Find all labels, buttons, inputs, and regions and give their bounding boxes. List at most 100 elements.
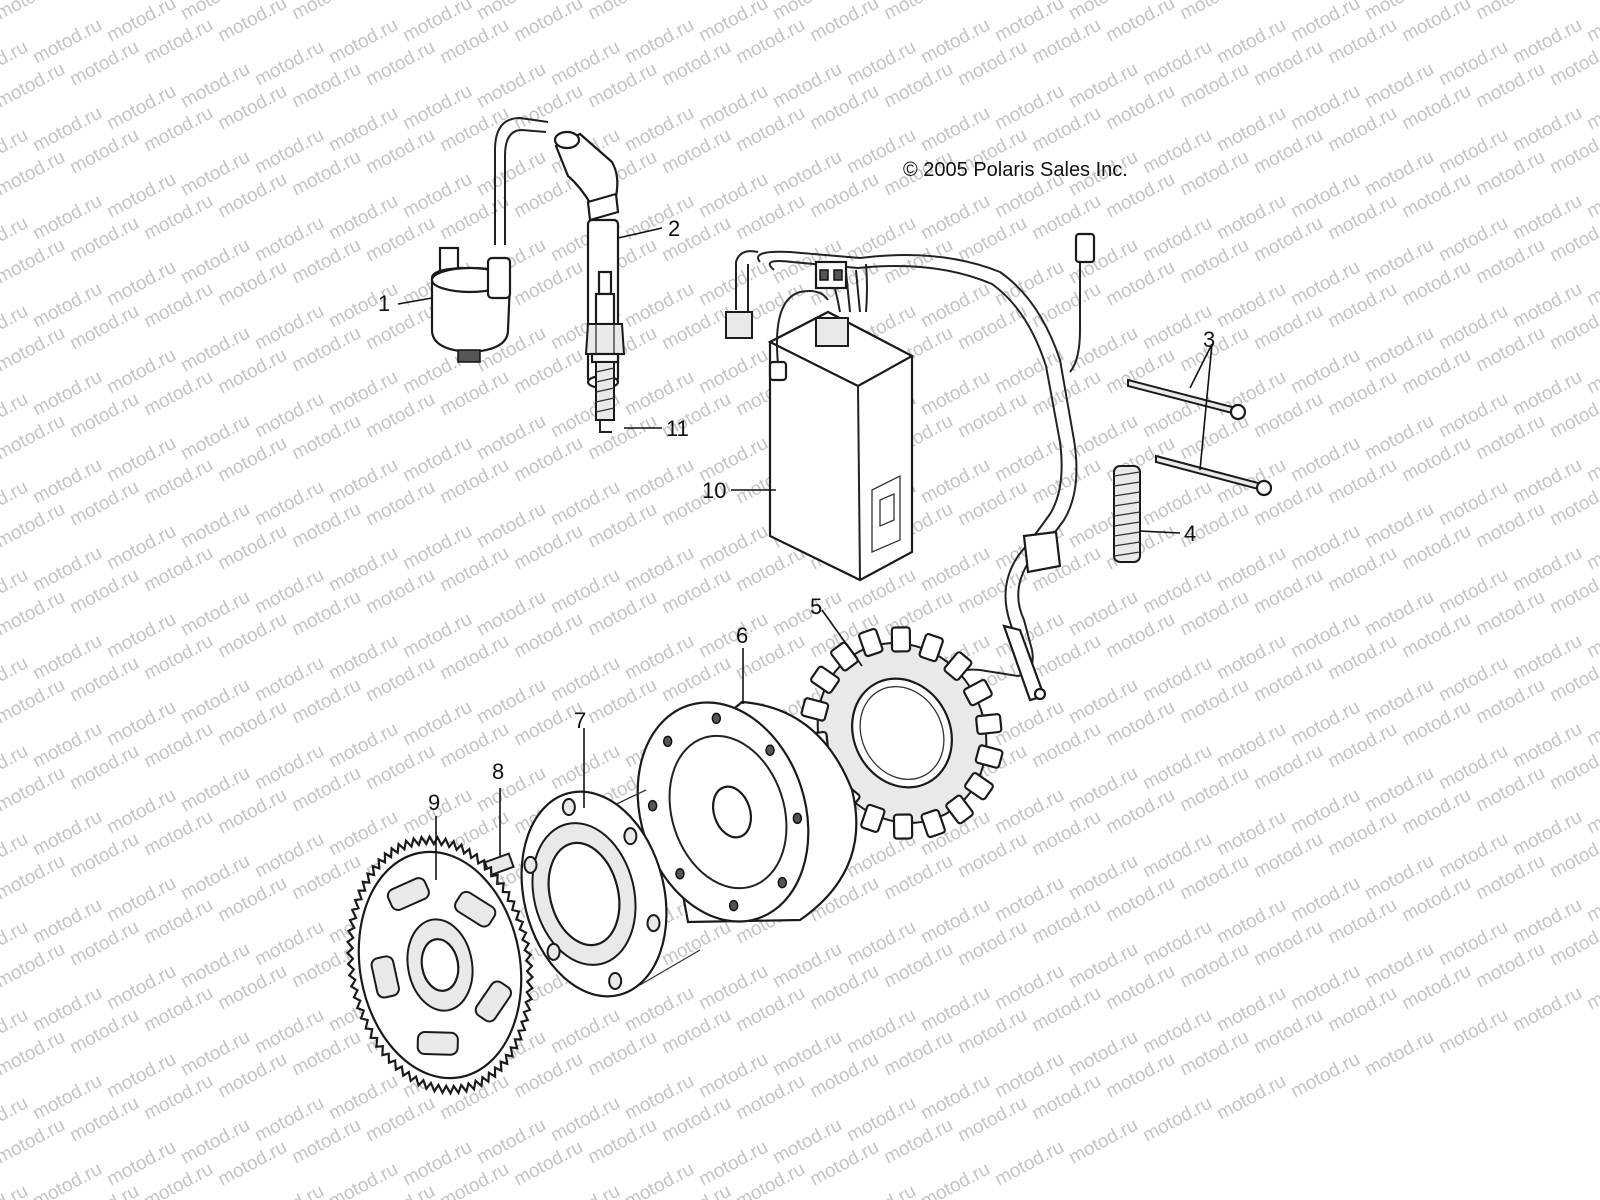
clutch-hole <box>623 827 638 846</box>
watermark-text: motod.ru <box>1583 521 1600 575</box>
stator-pole <box>920 808 946 839</box>
watermark-text: motod.ru <box>1583 785 1600 839</box>
watermark-text: motod.ru <box>584 0 660 24</box>
gear-spokes <box>370 877 512 1056</box>
watermark-text: motod.ru <box>0 323 69 377</box>
watermark-text: motod.ru <box>1583 961 1600 1015</box>
watermark-text: motod.ru <box>658 0 734 2</box>
watermark-text: motod.ru <box>1065 1115 1141 1169</box>
wiring-harness <box>725 232 1096 702</box>
watermark-text: motod.ru <box>1139 1093 1215 1147</box>
watermark-text: motod.ru <box>1583 169 1600 223</box>
callout-11: 11 <box>666 416 689 441</box>
gear-spoke-window <box>416 1030 459 1056</box>
watermark-text: motod.ru <box>843 1181 919 1200</box>
callout-8: 8 <box>492 759 504 784</box>
stator-pole <box>974 744 1004 769</box>
watermark-text: motod.ru <box>1398 0 1474 46</box>
watermark-text: motod.ru <box>1176 0 1252 24</box>
watermark-text: motod.ru <box>29 1159 105 1200</box>
watermark-text: motod.ru <box>1583 257 1600 311</box>
watermark-text: motod.ru <box>1250 0 1326 2</box>
flywheel-holes <box>647 712 803 912</box>
watermark-text: motod.ru <box>1583 81 1600 135</box>
harness-grommet <box>1113 465 1141 563</box>
leader-lines <box>397 227 1213 880</box>
watermark-text: motod.ru <box>510 0 586 46</box>
callout-2: 2 <box>668 216 680 241</box>
watermark-text: motod.ru <box>66 0 142 2</box>
callout-4: 4 <box>1184 521 1196 546</box>
watermark-text: motod.ru <box>1583 697 1600 751</box>
watermark-text: motod.ru <box>325 1159 401 1200</box>
watermark-text: motod.ru <box>1583 0 1600 46</box>
stator-pole <box>860 803 886 833</box>
watermark-text: motod.ru <box>1583 433 1600 487</box>
watermark-text: motod.ru <box>1583 345 1600 399</box>
watermark-text: motod.ru <box>1583 873 1600 927</box>
copyright-text: © 2005 Polaris Sales Inc. <box>903 159 1128 181</box>
stator-pole <box>943 651 973 681</box>
watermark-text: motod.ru <box>0 587 69 641</box>
stator-pole <box>964 772 994 801</box>
flywheel-hole <box>711 712 722 725</box>
callout-5: 5 <box>810 594 822 619</box>
ring-gear <box>345 834 535 1096</box>
watermark-text: motod.ru <box>0 411 69 465</box>
flywheel <box>636 700 858 924</box>
watermark-text: motod.ru <box>991 1137 1067 1191</box>
watermark-text: motod.ru <box>547 1181 623 1200</box>
clutch-hole <box>646 914 661 933</box>
watermark-text: motod.ru <box>917 1159 993 1200</box>
watermark-text: motod.ru <box>1361 1027 1437 1081</box>
clutch-hole <box>523 855 538 874</box>
gear-spoke-window <box>370 955 400 999</box>
watermark-text: motod.ru <box>1583 609 1600 663</box>
watermark-text: motod.ru <box>1102 0 1178 46</box>
flywheel-hole <box>792 812 803 825</box>
watermark-text: motod.ru <box>0 675 69 729</box>
watermark-text: motod.ru <box>251 1181 327 1200</box>
stator-pole <box>810 665 840 694</box>
stator-pole <box>975 713 1003 736</box>
gear-spoke-window <box>474 980 512 1023</box>
clutch-holes <box>523 798 661 990</box>
watermark-text: motod.ru <box>0 1115 69 1169</box>
callout-3: 3 <box>1203 327 1215 352</box>
stator-pole <box>892 813 914 840</box>
flywheel-hole <box>662 735 673 748</box>
starter-clutch <box>520 789 701 998</box>
watermark-text: motod.ru <box>362 0 438 2</box>
watermark-text: motod.ru <box>0 939 69 993</box>
watermark-text: motod.ru <box>880 0 956 24</box>
gear-spoke-window <box>454 890 497 928</box>
watermark-text: motod.ru <box>0 763 69 817</box>
ignition-coil <box>430 116 549 363</box>
watermark-text: motod.ru <box>621 1159 697 1200</box>
watermark-text: motod.ru <box>288 0 364 24</box>
watermark-text: motod.ru <box>1509 983 1585 1037</box>
clutch-hole <box>546 942 561 961</box>
watermark-text: motod.ru <box>806 0 882 46</box>
flywheel-hole <box>728 899 739 912</box>
flywheel-hole <box>675 867 685 880</box>
watermark-text: motod.ru <box>1287 1049 1363 1103</box>
flywheel-hole <box>647 799 658 812</box>
watermark-text: motod.ru <box>0 235 69 289</box>
watermark-text: motod.ru <box>0 1027 69 1081</box>
callout-9: 9 <box>428 790 440 815</box>
watermark-text: motod.ru <box>0 0 69 24</box>
stator-pole <box>890 626 912 653</box>
watermark-text: motod.ru <box>1472 0 1548 24</box>
stator-pole <box>858 627 884 658</box>
watermark-text: motod.ru <box>0 1181 32 1200</box>
flywheel-hole <box>777 876 788 889</box>
flywheel-hole <box>765 744 775 757</box>
watermark-text: motod.ru <box>0 147 69 201</box>
stator-pole <box>800 697 830 722</box>
watermark-text: motod.ru <box>0 59 69 113</box>
spark-plug <box>584 270 626 433</box>
gear-spoke-window <box>386 877 430 912</box>
callout-7: 7 <box>574 708 586 733</box>
